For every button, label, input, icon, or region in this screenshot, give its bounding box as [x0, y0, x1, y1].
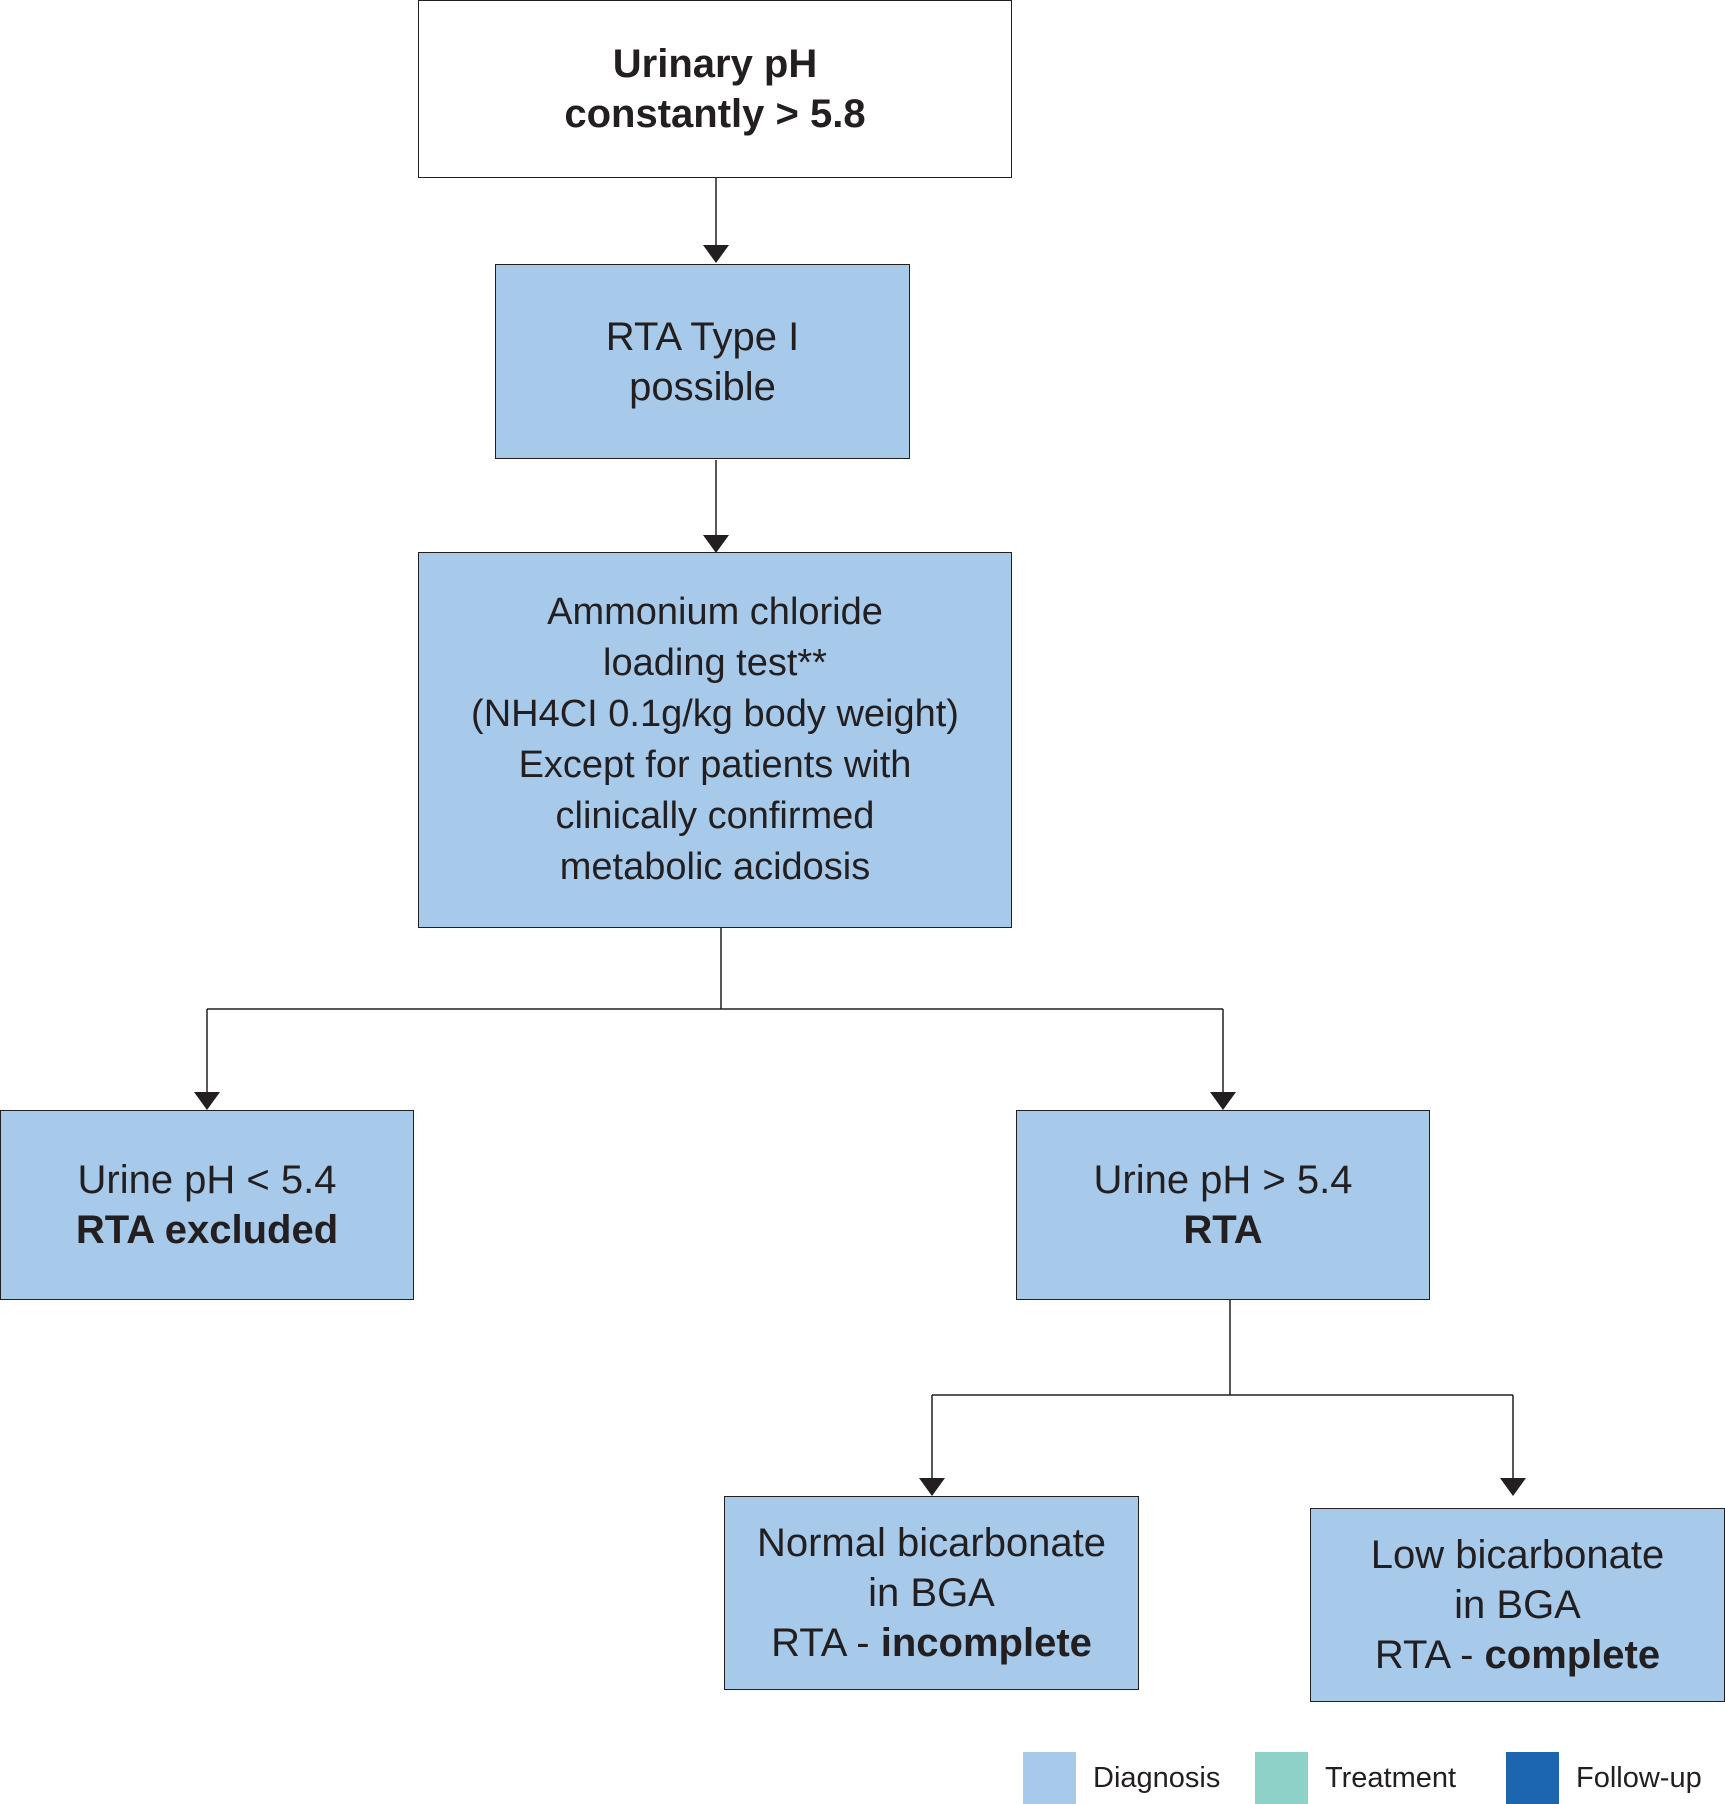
node-ammonium-line4: Except for patients with — [518, 744, 912, 786]
legend-label-diagnosis: Diagnosis — [1093, 1762, 1221, 1794]
node-rta-incomplete-line3: RTA - incomplete — [771, 1618, 1092, 1668]
node-rta-incomplete-line2: in BGA — [868, 1571, 995, 1615]
node-rta-incomplete-line1: Normal bicarbonate — [756, 1521, 1107, 1565]
node-rta-complete-prefix: RTA - — [1374, 1633, 1485, 1677]
node-ammonium-line1: Ammonium chloride — [547, 591, 883, 633]
node-rta-incomplete-status: incomplete — [880, 1621, 1092, 1665]
node-rta-excluded-line1: Urine pH < 5.4 — [77, 1158, 337, 1202]
node-rta-type1-line2: possible — [629, 364, 776, 409]
legend-swatch-diagnosis — [1023, 1752, 1076, 1804]
node-ammonium-line3: (NH4CI 0.1g/kg body weight) — [471, 693, 959, 735]
node-rta-line1: Urine pH > 5.4 — [1093, 1158, 1353, 1202]
node-rta-complete-line3: RTA - complete — [1375, 1630, 1660, 1680]
node-rta-excluded: Urine pH < 5.4 RTA excluded — [0, 1110, 414, 1300]
node-urinary-ph: Urinary pH constantly > 5.8 — [418, 0, 1012, 178]
node-rta: Urine pH > 5.4 RTA — [1016, 1110, 1430, 1300]
node-rta-incomplete: Normal bicarbonate in BGA RTA - incomple… — [724, 1496, 1139, 1690]
node-ammonium-line5: clinically confirmed — [555, 795, 875, 837]
node-ammonium-chloride-test: Ammonium chloride loading test** (NH4CI … — [418, 552, 1012, 928]
node-urinary-ph-line2: constantly > 5.8 — [564, 92, 866, 136]
node-rta-complete-status: complete — [1484, 1633, 1661, 1677]
legend-swatch-treatment — [1255, 1752, 1308, 1804]
node-rta-complete-line1: Low bicarbonate — [1370, 1533, 1665, 1577]
node-ammonium-line2: loading test** — [603, 642, 827, 684]
legend-label-follow-up: Follow-up — [1576, 1762, 1702, 1794]
legend-label-treatment: Treatment — [1325, 1762, 1457, 1794]
node-urinary-ph-line1: Urinary pH — [612, 42, 818, 86]
legend-swatch-follow-up — [1506, 1752, 1559, 1804]
node-rta-excluded-line2: RTA excluded — [75, 1208, 339, 1252]
node-rta-type1-possible: RTA Type I possible — [495, 264, 910, 459]
node-rta-line2: RTA — [1183, 1208, 1263, 1252]
node-rta-complete: Low bicarbonate in BGA RTA - complete — [1310, 1508, 1725, 1702]
node-rta-complete-line2: in BGA — [1454, 1583, 1581, 1627]
node-ammonium-line6: metabolic acidosis — [559, 846, 871, 888]
node-rta-incomplete-prefix: RTA - — [771, 1621, 881, 1665]
node-rta-type1-line1: RTA Type I — [605, 314, 800, 359]
